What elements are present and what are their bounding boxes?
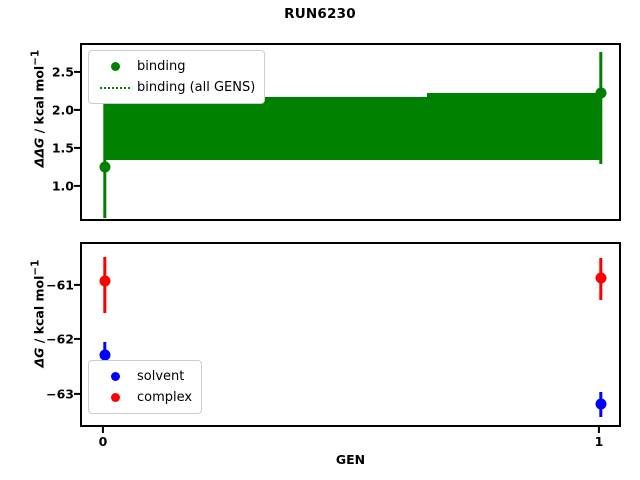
datapoint-complex-gen0[interactable] (99, 275, 111, 287)
ytick-label-top-1: 2.5 (51, 64, 74, 80)
plot-area-legs: solvent complex (80, 242, 621, 427)
ylabel-bottom-exponent: −1 (29, 259, 42, 276)
datapoint-binding-gen1[interactable] (595, 87, 607, 99)
legend-item-binding[interactable]: binding (96, 56, 255, 77)
ytick-label-top-4: 1.0 (51, 178, 74, 194)
ylabel-top-symbol: ΔΔG (31, 137, 47, 168)
legend-marker-binding-icon (96, 62, 134, 71)
legend-item-binding-all-gens[interactable]: binding (all GENS) (96, 77, 255, 98)
xlabel: GEN (335, 452, 366, 467)
binding-all-gens-band-right (427, 93, 601, 160)
legend-dotted-line-binding-all-icon (96, 86, 134, 89)
legend-label-binding: binding (137, 59, 186, 74)
legend-label-complex: complex (137, 390, 193, 405)
ytick-label-bottom-3: −63 (46, 386, 74, 402)
ytick-mark-bottom-1 (74, 283, 80, 287)
ylabel-top-unit: / kcal mol (31, 65, 47, 138)
binding-all-gens-band-left (104, 97, 427, 160)
top-panel-ytick-marks (74, 0, 82, 480)
xtick-label-0: 0 (98, 434, 108, 449)
datapoint-solvent-gen1[interactable] (595, 398, 607, 410)
legend-top-panel[interactable]: binding binding (all GENS) (88, 50, 266, 104)
ylabel-bottom-unit: / kcal mol (31, 275, 47, 348)
ytick-mark-top-4 (74, 184, 80, 188)
datapoint-solvent-gen0[interactable] (99, 349, 111, 361)
xtick-mark-0 (101, 427, 105, 433)
bottom-panel-ytick-marks (74, 0, 82, 480)
xtick-group: 0 1 (0, 427, 640, 453)
legend-marker-complex-icon (96, 393, 134, 402)
ytick-mark-top-3 (74, 146, 80, 150)
legend-item-solvent[interactable]: solvent (96, 366, 192, 387)
legend-item-complex[interactable]: complex (96, 387, 192, 408)
ytick-mark-top-1 (74, 70, 80, 74)
ytick-label-bottom-2: −62 (46, 331, 74, 347)
ylabel-bottom-symbol: ΔG (31, 347, 47, 368)
ylabel-bottom-panel: ΔG / kcal mol−1 (29, 224, 46, 404)
errorbar-binding-gen1 (599, 52, 603, 164)
xtick-mark-1 (597, 427, 601, 433)
ylabel-top-exponent: −1 (29, 49, 42, 66)
legend-label-binding-all-gens: binding (all GENS) (137, 80, 256, 95)
datapoint-binding-gen0[interactable] (99, 161, 111, 173)
ytick-mark-top-2 (74, 108, 80, 112)
errorbar-binding-gen0 (103, 96, 107, 218)
plot-area-binding: binding binding (all GENS) (80, 43, 621, 221)
datapoint-complex-gen1[interactable] (595, 272, 607, 284)
ytick-mark-bottom-2 (74, 337, 80, 341)
page-title: RUN6230 (284, 6, 356, 22)
ytick-label-top-3: 1.5 (51, 140, 74, 156)
ytick-label-top-2: 2.0 (51, 102, 74, 118)
legend-marker-solvent-icon (96, 372, 134, 381)
ytick-label-bottom-1: −61 (46, 277, 74, 293)
ylabel-top-panel: ΔΔG / kcal mol−1 (29, 19, 46, 199)
legend-label-solvent: solvent (137, 369, 185, 384)
ytick-mark-bottom-3 (74, 392, 80, 396)
xtick-label-1: 1 (594, 434, 604, 449)
legend-bottom-panel[interactable]: solvent complex (88, 360, 203, 414)
